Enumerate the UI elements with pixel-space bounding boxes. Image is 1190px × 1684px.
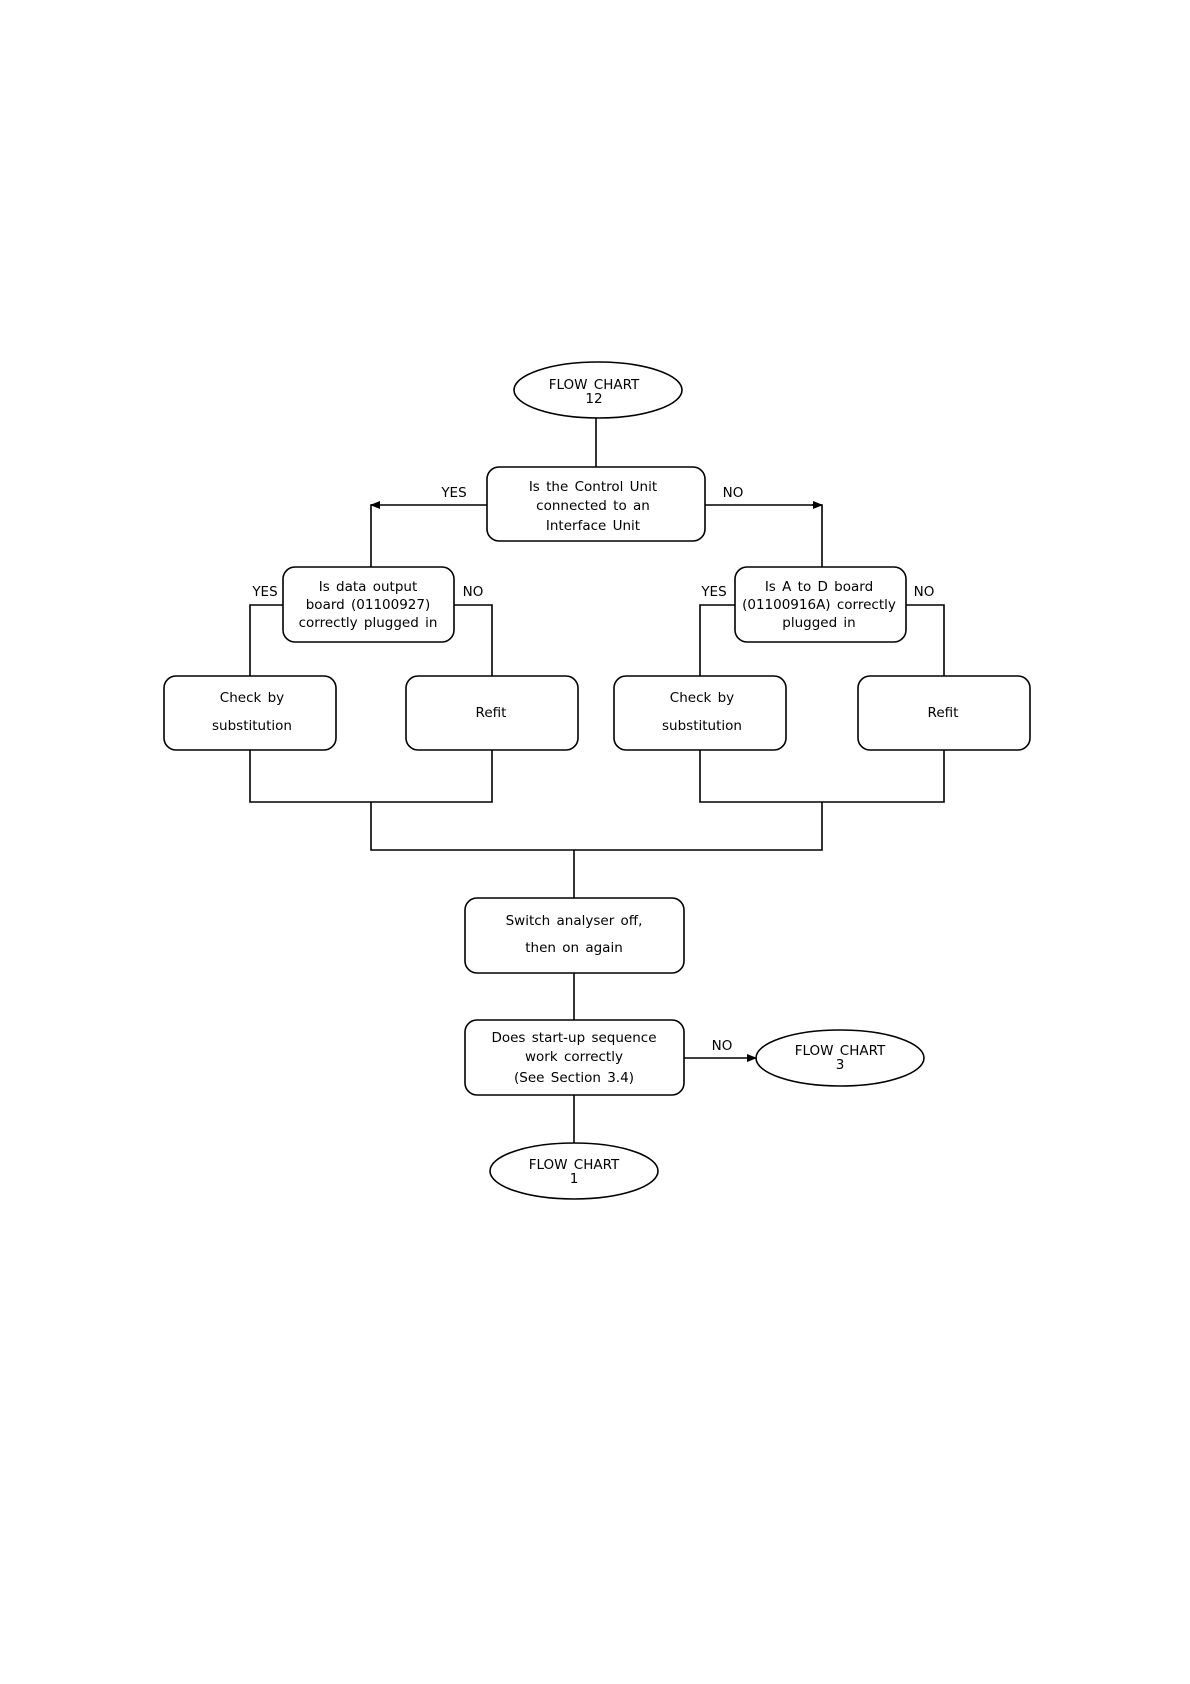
process-switch-analyser-line2: then on again	[525, 940, 623, 956]
decision-data-output-line3: correctly plugged in	[299, 615, 438, 631]
connector-no-arrow-to-a-to-d	[705, 504, 823, 567]
process-switch-analyser-line1: Switch analyser off,	[506, 913, 643, 929]
connector-right-no	[906, 604, 945, 676]
connector-merge-bar	[370, 802, 823, 851]
connector-yes-arrow-to-data-output	[370, 504, 487, 567]
decision-interface-unit: Is the Control Unit connected to an Inte…	[486, 466, 706, 542]
connector-right-merge	[699, 750, 945, 803]
terminal-flow-chart-3: FLOW CHART 3	[755, 1029, 925, 1087]
connector-right-yes	[699, 604, 735, 676]
connectors	[249, 418, 945, 1143]
process-refit-right-label: Refit	[928, 705, 959, 721]
decision-interface-line3: Interface Unit	[546, 518, 640, 534]
decision-startup-line1: Does start-up sequence	[491, 1030, 656, 1046]
label-startup-no: NO	[712, 1038, 733, 1054]
process-refit-left: Refit	[405, 675, 579, 751]
process-switch-analyser: Switch analyser off, then on again	[464, 897, 685, 974]
process-refit-left-label: Refit	[476, 705, 507, 721]
decision-interface-line2: connected to an	[536, 498, 650, 514]
terminal-fc3-line2: 3	[836, 1057, 845, 1073]
decision-data-output-line1: Is data output	[319, 579, 418, 595]
decision-startup-line3: (See Section 3.4)	[514, 1070, 634, 1086]
process-check-left-line1: Check by	[220, 690, 284, 706]
label-left-yes: YES	[251, 584, 277, 600]
terminal-fc1-line2: 1	[570, 1171, 579, 1187]
process-refit-right: Refit	[857, 675, 1031, 751]
label-right-no: NO	[914, 584, 935, 600]
start-terminal-line1: FLOW CHART	[549, 377, 640, 393]
process-check-right: Check by substitution	[613, 675, 787, 751]
start-terminal-line2: 12	[585, 391, 602, 407]
decision-startup-sequence: Does start-up sequence work correctly (S…	[464, 1019, 685, 1096]
decision-a-to-d-line1: Is A to D board	[765, 579, 873, 595]
connector-left-no	[454, 604, 493, 676]
label-top-yes: YES	[440, 485, 466, 501]
decision-interface-line1: Is the Control Unit	[529, 479, 657, 495]
process-check-right-line2: substitution	[662, 718, 742, 734]
decision-a-to-d-line2: (01100916A) correctly	[742, 597, 896, 613]
label-right-yes: YES	[700, 584, 726, 600]
decision-data-output-board: Is data output board (01100927) correctl…	[282, 566, 455, 643]
label-left-no: NO	[463, 584, 484, 600]
process-check-left-line2: substitution	[212, 718, 292, 734]
decision-a-to-d-line3: plugged in	[782, 615, 856, 631]
terminal-flow-chart-1: FLOW CHART 1	[489, 1142, 659, 1200]
decision-data-output-line2: board (01100927)	[306, 597, 431, 613]
start-terminal: FLOW CHART 12	[513, 361, 683, 419]
decision-a-to-d-board: Is A to D board (01100916A) correctly pl…	[734, 566, 907, 643]
process-check-left: Check by substitution	[163, 675, 337, 751]
terminal-fc3-line1: FLOW CHART	[795, 1043, 886, 1059]
connector-left-yes	[249, 604, 283, 676]
process-check-right-line1: Check by	[670, 690, 734, 706]
connector-left-merge	[249, 750, 493, 803]
terminal-fc1-line1: FLOW CHART	[529, 1157, 620, 1173]
decision-startup-line2: work correctly	[525, 1049, 623, 1065]
label-top-no: NO	[723, 485, 744, 501]
